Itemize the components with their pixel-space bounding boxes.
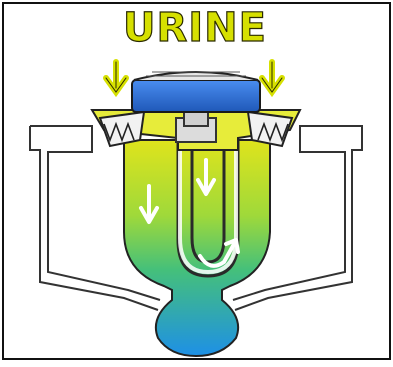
diagram-title: URINE: [120, 6, 270, 50]
down-arrow-icon: [106, 62, 126, 92]
trap-liquid: [124, 140, 270, 356]
down-arrow-icon: [262, 62, 282, 92]
blue-grate: [132, 80, 260, 112]
